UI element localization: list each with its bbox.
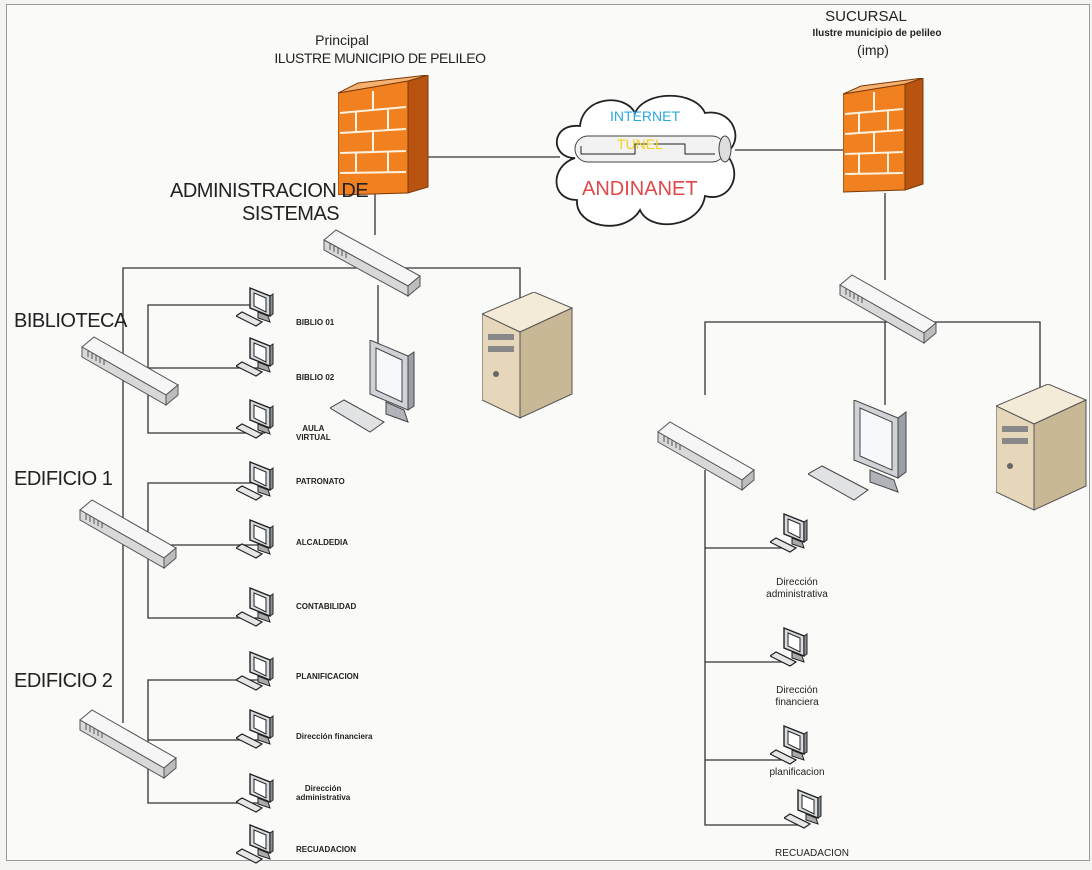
pc-icon: [768, 724, 808, 765]
group-label-biblioteca: BIBLIOTECA: [14, 310, 127, 332]
host-pc: [234, 586, 280, 633]
admin-label-line2: SISTEMAS: [242, 203, 340, 225]
pc-icon: [234, 398, 274, 439]
group-label-edificio2: EDIFICIO 2: [14, 670, 113, 692]
internet-cloud-icon: [555, 94, 737, 227]
main-site-name: ILUSTRE MUNICIPIO DE PELILEO: [274, 50, 486, 66]
host-pc: [234, 460, 280, 507]
pc-icon: [234, 823, 274, 864]
host-label: PATRONATO: [296, 477, 345, 486]
branch-firewall-icon: [843, 78, 924, 193]
pc-icon: [234, 772, 274, 813]
branch-workstation-icon: [808, 400, 907, 501]
pc-icon: [234, 518, 274, 559]
pc-icon: [234, 286, 274, 327]
admin-workstation-icon: [330, 340, 415, 433]
host-pc: [234, 398, 280, 445]
pc-icon: [782, 788, 822, 829]
pc-icon: [234, 586, 274, 627]
cloud-isp-label: ANDINANET: [582, 178, 698, 200]
branch-host-label: RECUADACION: [775, 848, 849, 859]
cloud-tunnel-label: TUNEL: [617, 136, 663, 152]
host-pc: [234, 518, 280, 565]
biblioteca-switch-icon: [81, 336, 179, 407]
host-label: PLANIFICACION: [296, 672, 359, 681]
pc-icon: [768, 626, 808, 667]
main-firewall-icon: [338, 75, 429, 195]
branch-host-label: Dirección financiera: [775, 685, 819, 708]
branch-server-icon: [996, 384, 1088, 511]
branch-host-label: Dirección administrativa: [766, 577, 828, 600]
branch-name: Ilustre municipio de pelileo: [812, 28, 942, 39]
admin-label-line1: ADMINISTRACION DE: [170, 180, 369, 202]
pc-icon: [234, 460, 274, 501]
branch-core-switch-icon: [839, 274, 937, 345]
branch-access-switch-icon: [657, 421, 755, 492]
host-pc: [234, 650, 280, 697]
branch-host-label: planificacion: [769, 767, 825, 778]
branch-host-pc: [782, 788, 828, 835]
pc-icon: [768, 512, 808, 553]
branch-host-pc: [768, 626, 814, 673]
host-label: BIBLIO 02: [296, 373, 335, 382]
host-label: Dirección financiera: [296, 732, 373, 741]
branch-host-pc: [768, 512, 814, 559]
host-pc: [234, 336, 280, 383]
host-label: RECUADACION: [296, 845, 356, 854]
branch-caption: SUCURSAL: [825, 8, 907, 25]
branch-tag: (imp): [857, 42, 889, 58]
branch-host-pc: [768, 724, 814, 771]
pc-icon: [234, 336, 274, 377]
pc-icon: [234, 708, 274, 749]
pc-icon: [234, 650, 274, 691]
host-label: BIBLIO 01: [296, 318, 335, 327]
main-site-caption: Principal: [315, 32, 369, 48]
host-label: ALCALDEDIA: [296, 538, 348, 547]
group-label-edificio1: EDIFICIO 1: [14, 468, 113, 490]
host-pc: [234, 708, 280, 755]
core-switch-icon: [323, 229, 421, 298]
cloud-internet-label: INTERNET: [610, 108, 680, 124]
host-pc: [234, 823, 280, 870]
host-pc: [234, 286, 280, 333]
main-server-icon: [482, 292, 574, 419]
host-label: AULA VIRTUAL: [296, 424, 331, 442]
edificio2-switch-icon: [79, 709, 177, 780]
host-label: Dirección administrativa: [296, 784, 351, 802]
host-label: CONTABILIDAD: [296, 602, 357, 611]
edificio1-switch-icon: [79, 499, 177, 570]
host-pc: [234, 772, 280, 819]
